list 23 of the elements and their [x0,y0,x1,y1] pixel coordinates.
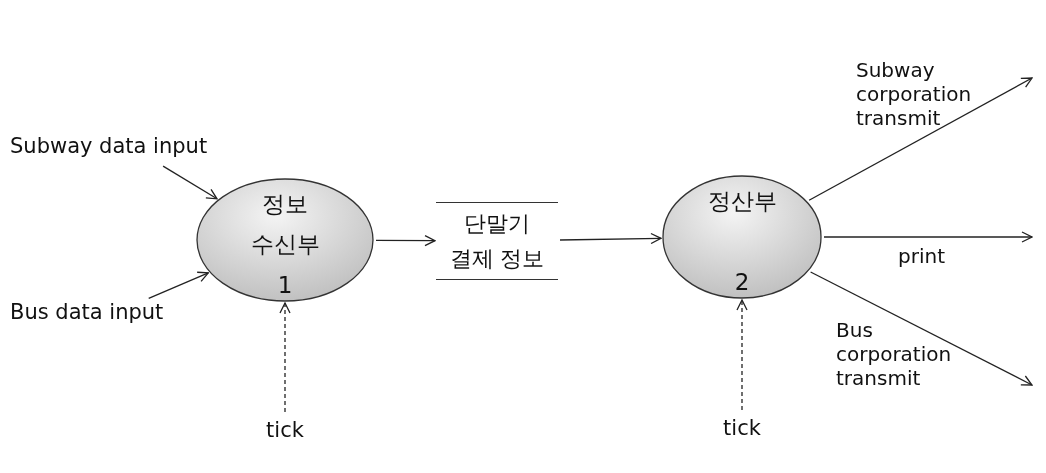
arrow [823,231,1033,243]
dashed-arrow [279,302,291,413]
external-entity-label: tick [714,416,770,446]
dashed-arrow [736,299,748,411]
arrow [148,271,209,300]
process-name: 정보 수신부 [249,190,321,260]
external-entity-label: Bus data input [10,300,210,330]
arrow [559,232,662,245]
arrow [375,235,436,247]
arrow [809,271,1033,386]
edge-label: Subway corporation transmit [856,58,973,130]
process-name: 정산부 [706,187,778,216]
arrow [808,77,1033,201]
external-entity-label: tick [257,418,313,448]
process-number: 1 [277,272,293,298]
edge-label: Bus corporation transmit [836,318,953,390]
process-ellipse [662,175,822,299]
process-ellipse [196,178,374,302]
process-number: 2 [734,269,750,295]
external-entity-label: Subway data input [10,134,260,164]
edge-label: print [898,244,946,268]
arrow [162,165,218,200]
data-store: 단말기 결제 정보 [436,202,558,280]
